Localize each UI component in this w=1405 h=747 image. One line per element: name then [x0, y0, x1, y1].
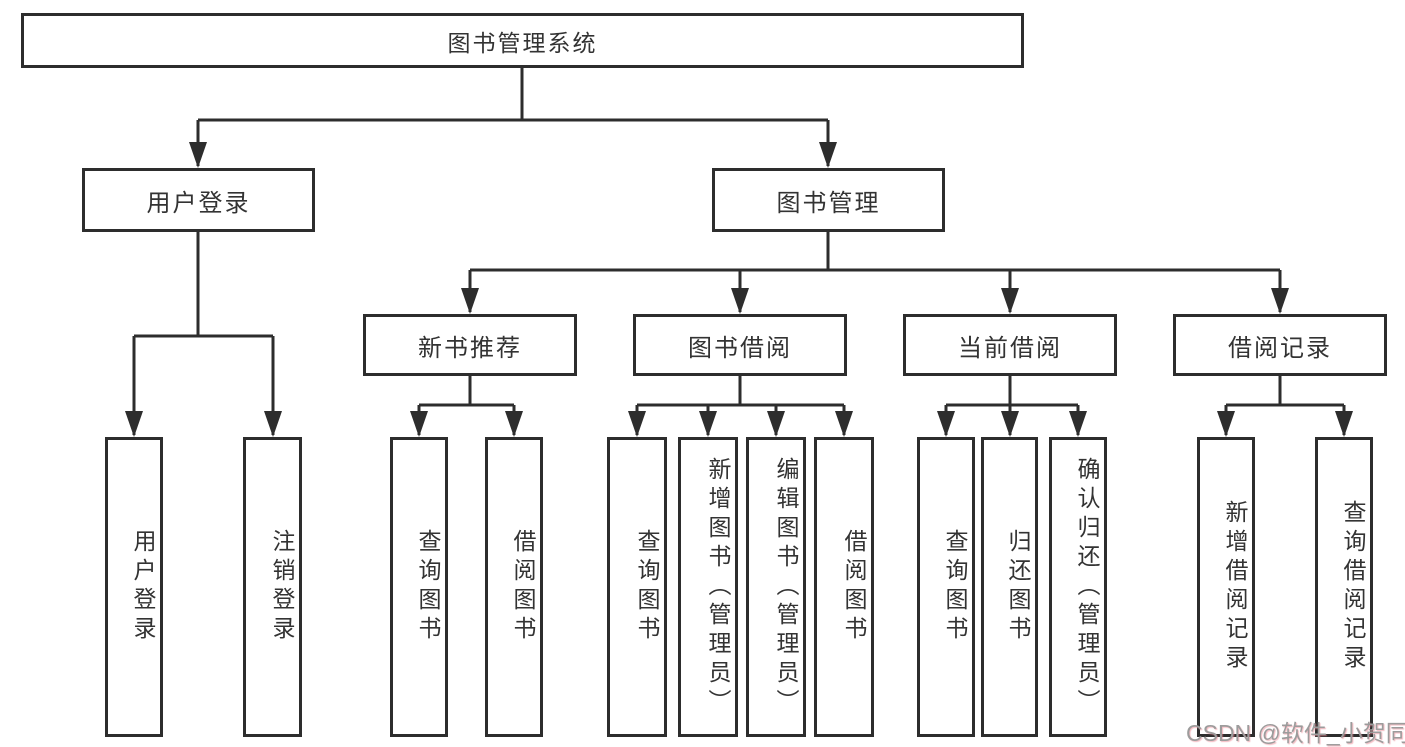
leaf-confirm-return-admin: 确认归还（管理员）: [1049, 437, 1107, 737]
leaf-query-borrow-record: 查询借阅记录: [1315, 437, 1373, 737]
leaf-return-books: 归还图书: [981, 437, 1038, 737]
leaf-add-books-admin: 新增图书（管理员）: [678, 437, 738, 737]
leaf-user-login: 用户登录: [105, 437, 163, 737]
leaf-add-borrow-record: 新增借阅记录: [1197, 437, 1255, 737]
leaf-edit-books-admin: 编辑图书（管理员）: [746, 437, 806, 737]
leaf-borrow-books-recommend: 借阅图书: [485, 437, 543, 737]
csdn-watermark: CSDN @软件_小贺同学: [1186, 720, 1405, 746]
leaf-query-books-borrow: 查询图书: [607, 437, 667, 737]
leaf-borrow-books: 借阅图书: [814, 437, 874, 737]
node-book-management: 图书管理: [712, 168, 945, 232]
leaf-query-books-recommend: 查询图书: [390, 437, 448, 737]
leaf-logout: 注销登录: [243, 437, 302, 737]
node-borrow-records: 借阅记录: [1173, 314, 1387, 376]
node-current-borrow: 当前借阅: [903, 314, 1117, 376]
node-book-borrow: 图书借阅: [633, 314, 847, 376]
leaf-query-books-current: 查询图书: [917, 437, 975, 737]
node-root: 图书管理系统: [21, 13, 1024, 68]
node-new-book-recommend: 新书推荐: [363, 314, 577, 376]
node-user-login: 用户登录: [82, 168, 315, 232]
arrowheads: [125, 142, 1353, 437]
